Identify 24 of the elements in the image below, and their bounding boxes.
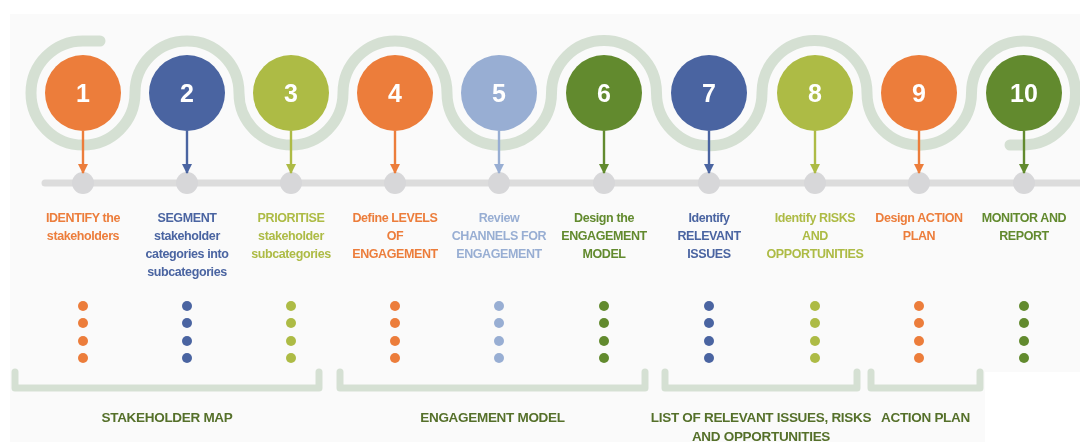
arrow xyxy=(389,131,401,174)
bracket-label: LIST OF RELEVANT ISSUES, RISKS AND OPPORTUNITIES xyxy=(649,409,873,442)
arrow xyxy=(913,131,925,174)
step-label: PRIORITISE stakeholder subcategories xyxy=(250,210,332,263)
arrow xyxy=(285,131,297,174)
bracket-label: STAKEHOLDER MAP xyxy=(100,409,234,427)
arrow xyxy=(703,131,715,174)
step-label: MONITOR AND REPORT xyxy=(980,210,1068,245)
step-label: Identify RELEVANT ISSUES xyxy=(676,210,742,263)
step-label: Define LEVELS OF ENGAGEMENT xyxy=(351,210,439,263)
bracket-label: ACTION PLAN xyxy=(880,409,971,427)
step-label: Design the ENGAGEMENT MODEL xyxy=(560,210,648,263)
arrow xyxy=(493,131,505,174)
step-label: IDENTIFY the stakeholders xyxy=(44,210,122,245)
arrow xyxy=(181,131,193,174)
step-label: SEGMENT stakeholder categories into subcategories xyxy=(144,210,230,281)
arrow xyxy=(1018,131,1030,174)
arrow xyxy=(598,131,610,174)
step-label: Identify RISKS AND OPPORTUNITIES xyxy=(765,210,865,263)
arrow xyxy=(809,131,821,174)
bracket-label: ENGAGEMENT MODEL xyxy=(419,409,566,427)
step-label: Review CHANNELS FOR ENGAGEMENT xyxy=(450,210,548,263)
arrow xyxy=(77,131,89,174)
step-label: Design ACTION PLAN xyxy=(874,210,964,245)
